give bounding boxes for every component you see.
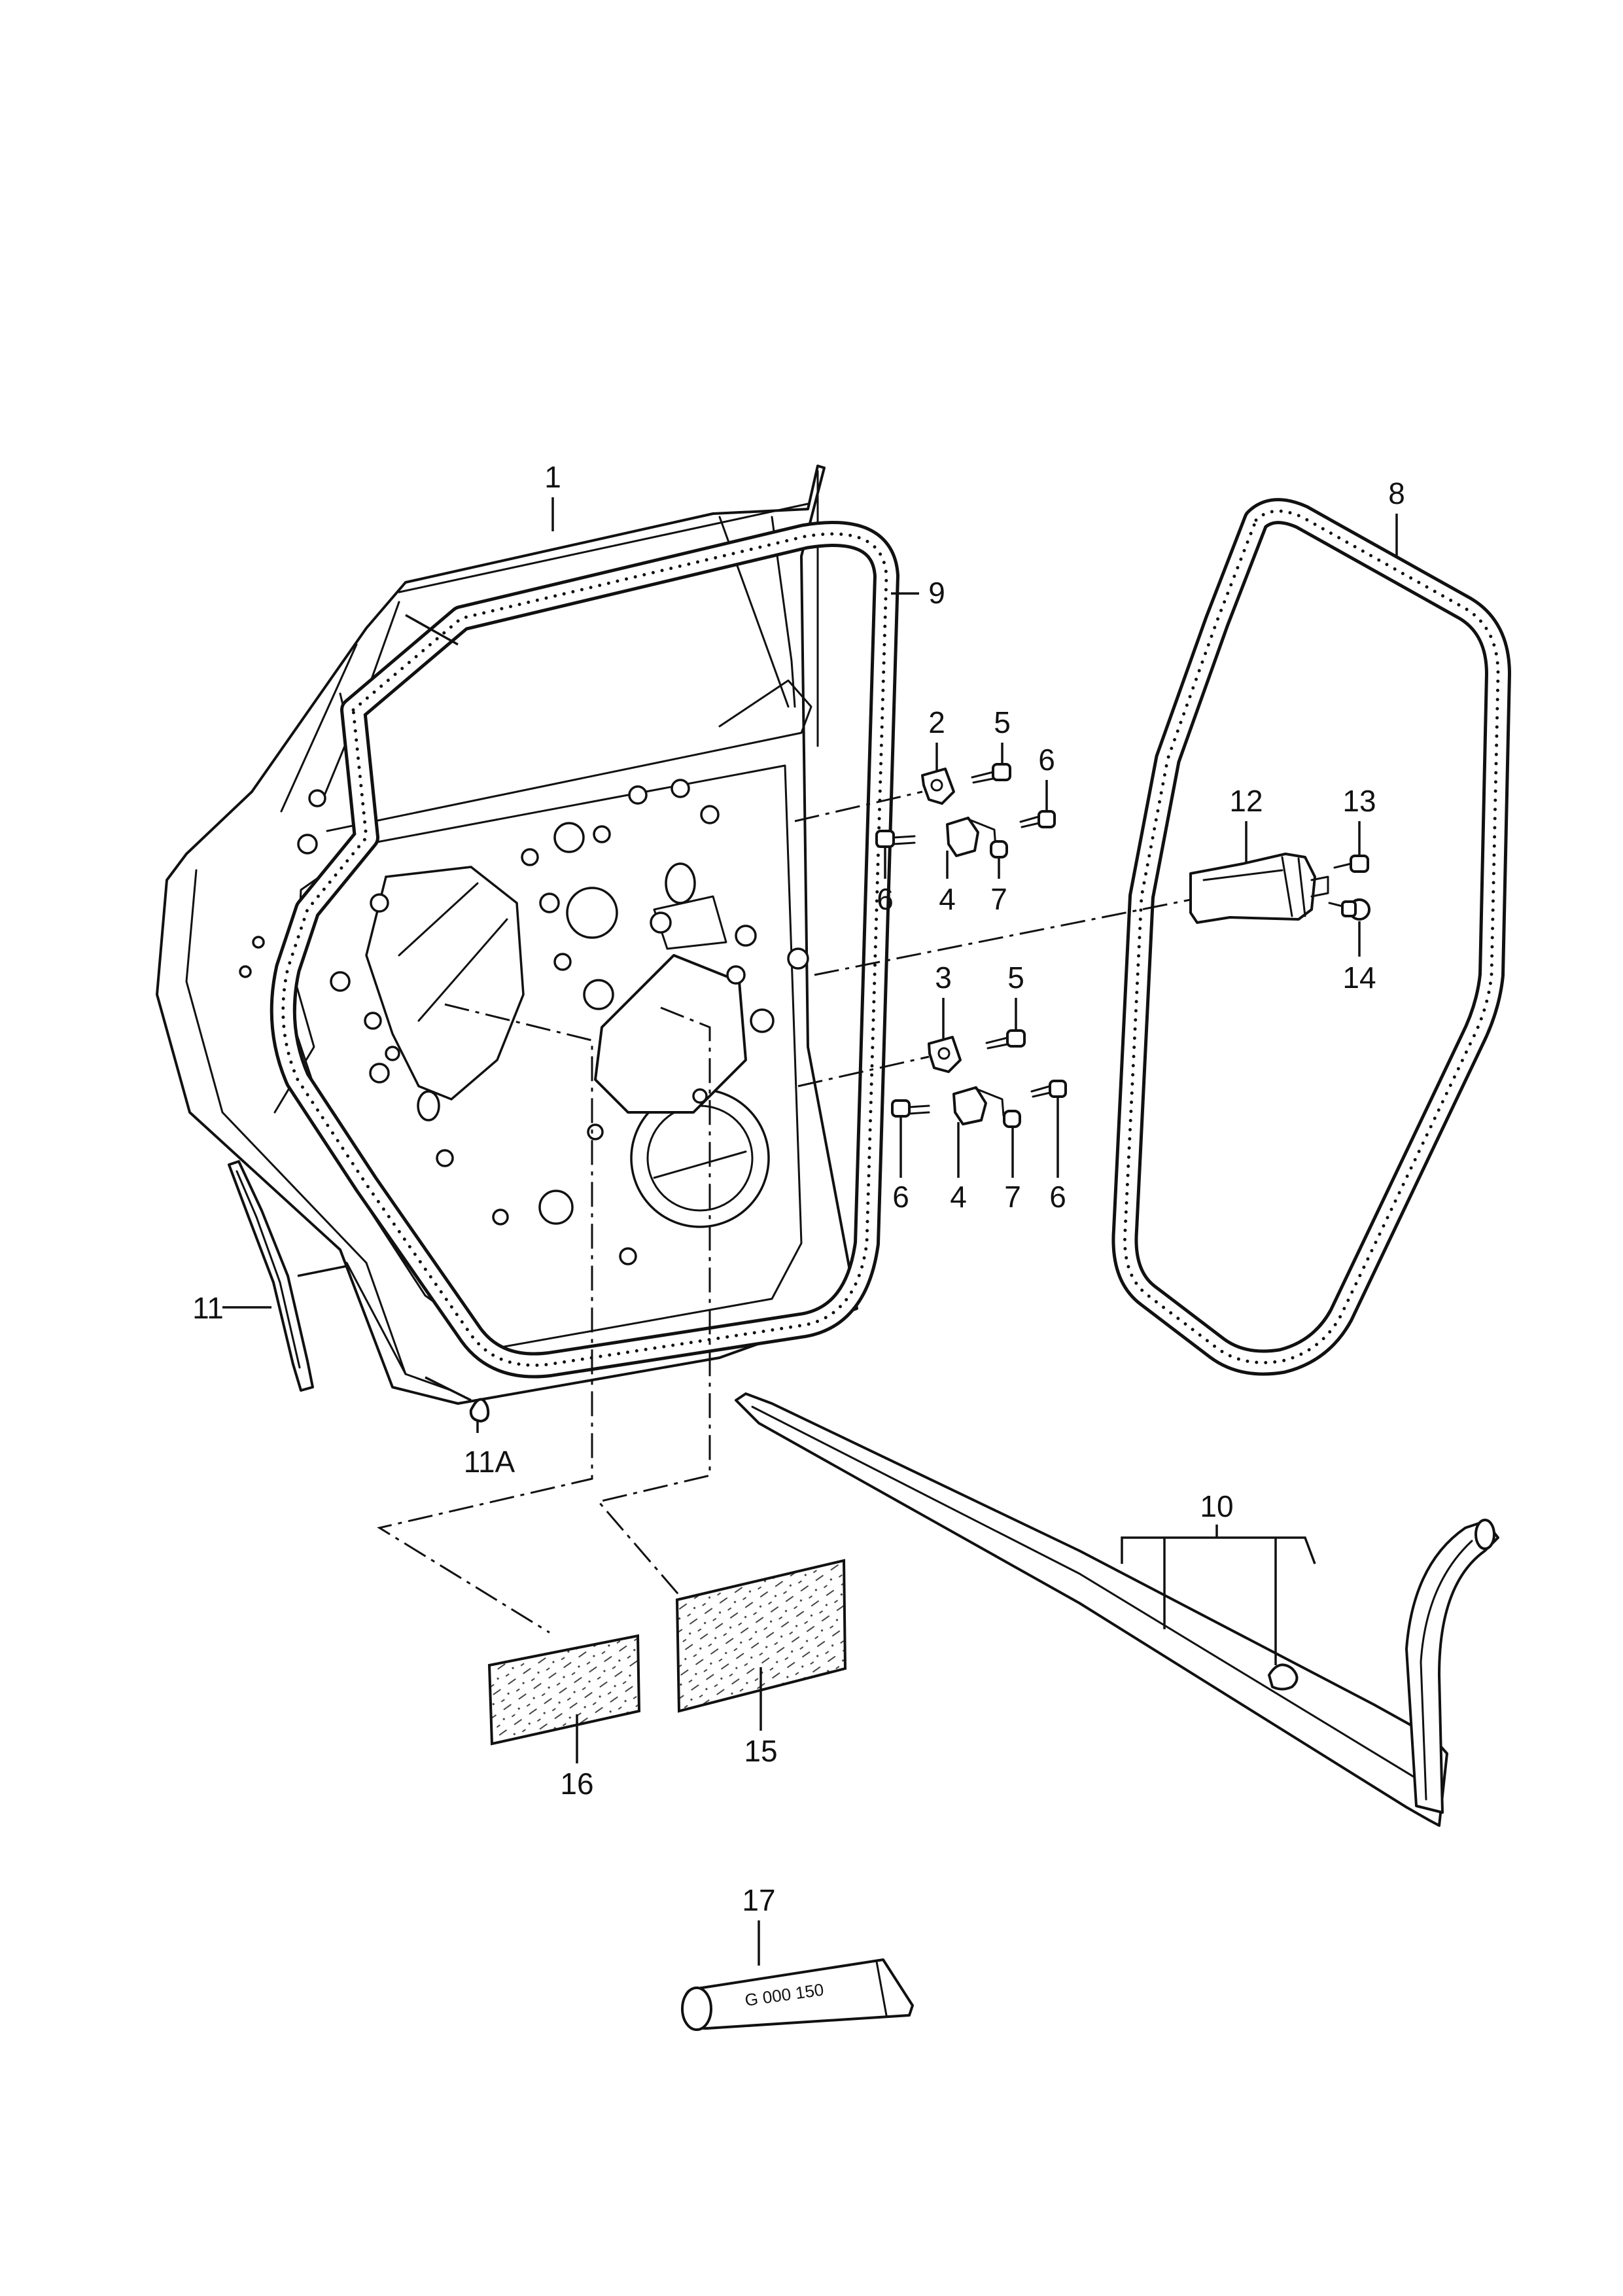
screw-13 [1333, 855, 1369, 873]
assembly-lines [377, 790, 1191, 1634]
callout-17: 17 [742, 1883, 775, 1917]
callout-6a: 6 [1038, 743, 1055, 777]
door-holes [239, 779, 809, 1265]
callout-7a: 7 [990, 882, 1007, 916]
screw-14 [1328, 898, 1370, 921]
clip-11a [469, 1398, 490, 1422]
clip-10 [1268, 1663, 1299, 1691]
bolt-6-upper-left [875, 830, 916, 848]
pad-16 [487, 1634, 641, 1746]
callout-4b: 4 [950, 1180, 967, 1214]
callout-5a: 5 [994, 705, 1011, 739]
sill-trim-10 [735, 1392, 1499, 1827]
leader-lines [222, 497, 1398, 1966]
body-seal [1111, 498, 1511, 1376]
callout-11: 11 [192, 1291, 224, 1325]
callout-12: 12 [1229, 784, 1263, 818]
callout-4a: 4 [939, 882, 956, 916]
hinge-4-upper [946, 817, 979, 857]
callout-16: 16 [560, 1767, 593, 1801]
callout-10: 10 [1200, 1489, 1233, 1523]
nut-7-lower [1003, 1110, 1021, 1128]
bolt-5-lower [985, 1029, 1026, 1050]
callout-6d: 6 [1049, 1180, 1066, 1214]
nut-2 [921, 768, 955, 805]
callout-14: 14 [1342, 961, 1376, 995]
door-seal [270, 521, 899, 1379]
adhesive-tube-17: G 000 150 [681, 1958, 914, 2031]
nut-3 [928, 1036, 962, 1073]
callout-15: 15 [744, 1734, 777, 1768]
callout-1: 1 [544, 460, 561, 494]
door-check [1189, 853, 1329, 924]
callout-3: 3 [935, 961, 952, 995]
pad-15 [675, 1559, 847, 1713]
callout-2: 2 [928, 705, 945, 739]
nut-7-upper [990, 840, 1008, 858]
hinge-upper-group [875, 763, 1056, 858]
bolt-6-upper-right [1019, 810, 1056, 828]
door-shell [156, 465, 858, 1405]
callout-7b: 7 [1004, 1180, 1021, 1214]
bolt-5-upper [971, 763, 1011, 784]
callout-6c: 6 [892, 1180, 909, 1214]
hinge-lower-group [891, 1029, 1067, 1128]
callout-8: 8 [1388, 476, 1405, 510]
callout-labels: 1 2 5 6 6 4 7 3 5 6 4 7 6 8 9 10 11 11A … [192, 460, 1405, 1917]
callout-11a: 11A [464, 1445, 515, 1479]
callout-13: 13 [1342, 784, 1376, 818]
callout-6b: 6 [877, 882, 894, 916]
trim-strip-11 [228, 1160, 314, 1392]
callout-9: 9 [928, 576, 945, 610]
bolt-6-lower-right [1030, 1080, 1067, 1098]
callout-5b: 5 [1007, 961, 1024, 995]
hinge-4-lower [952, 1086, 987, 1125]
bolt-6-lower-left [891, 1099, 930, 1118]
